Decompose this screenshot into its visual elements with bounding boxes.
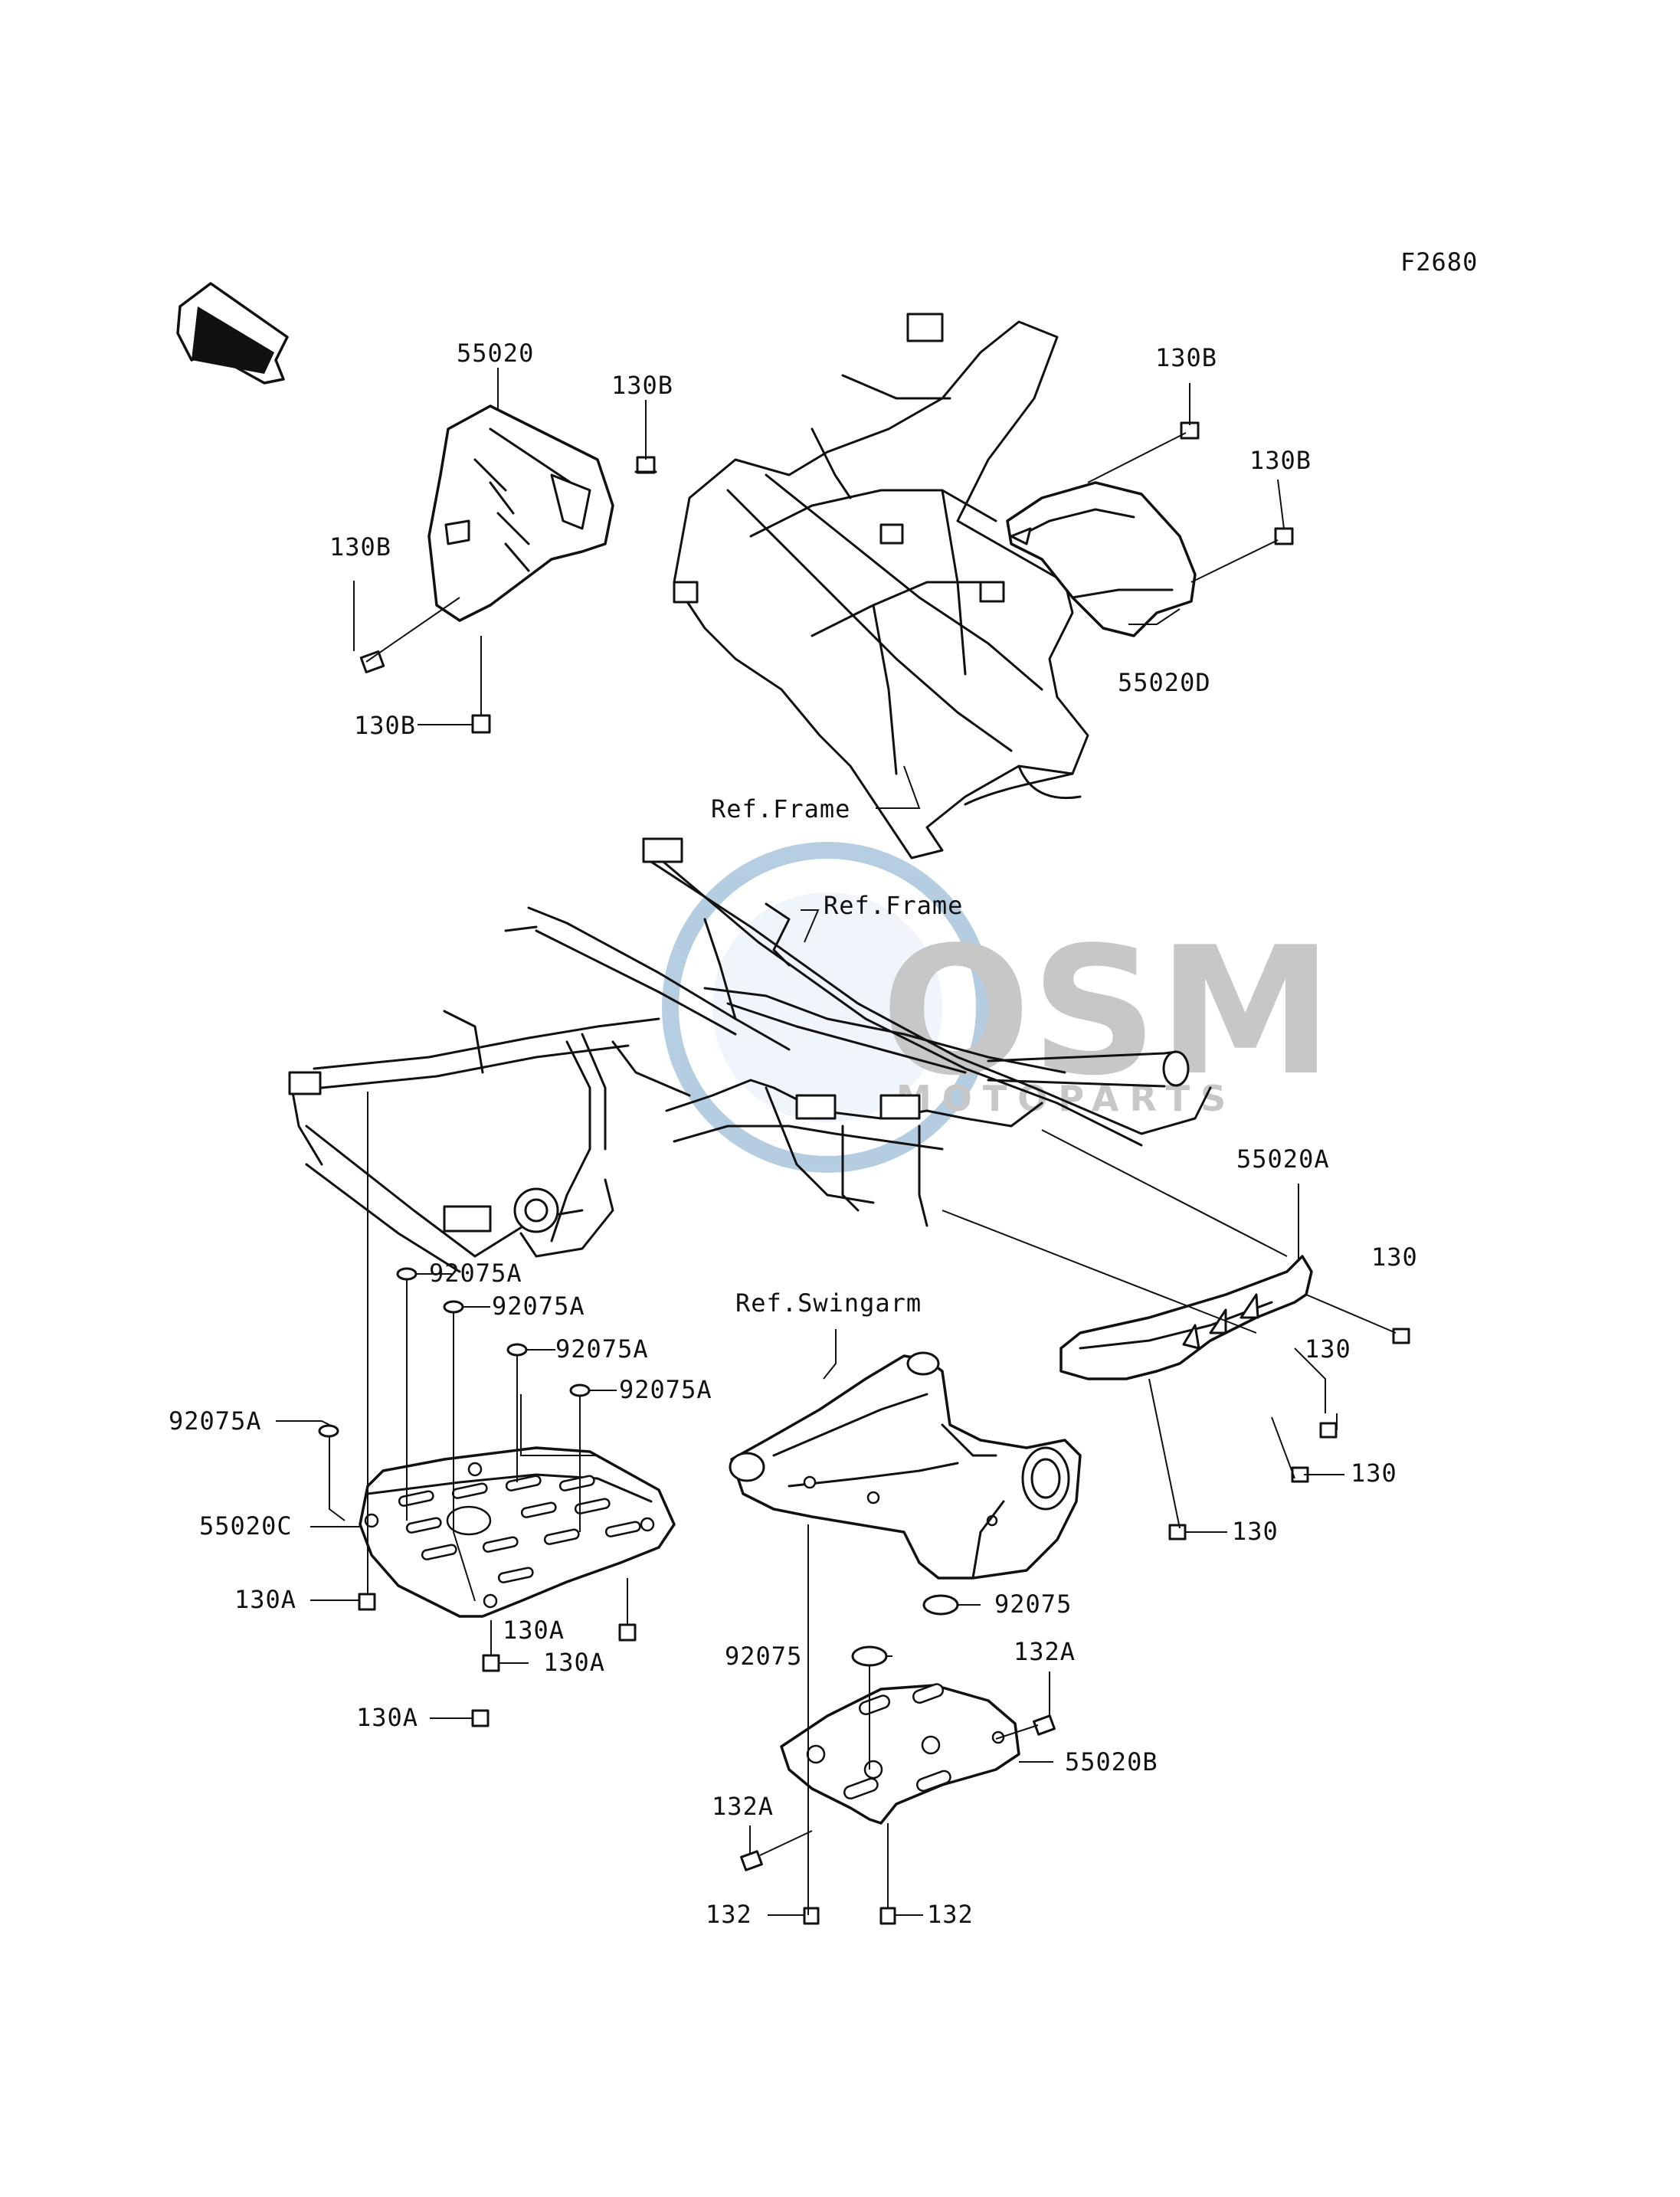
label-55020D: 55020D bbox=[1118, 668, 1211, 697]
label-92075A-4: 92075A bbox=[619, 1375, 712, 1404]
label-92075-2: 92075 bbox=[725, 1642, 802, 1671]
label-130B-bottom: 130B bbox=[354, 711, 416, 740]
swingarm-drawing bbox=[729, 1351, 1082, 1580]
label-ref-frame-1: Ref.Frame bbox=[711, 794, 850, 823]
label-130A-2: 130A bbox=[503, 1616, 565, 1645]
label-130A-3: 130A bbox=[543, 1648, 605, 1677]
label-92075A-3: 92075A bbox=[555, 1334, 649, 1364]
label-55020A: 55020A bbox=[1236, 1144, 1330, 1174]
label-92075A-1: 92075A bbox=[429, 1259, 522, 1288]
label-55020B: 55020B bbox=[1065, 1747, 1158, 1776]
label-130-2: 130 bbox=[1305, 1334, 1351, 1364]
part-55020-guard bbox=[427, 404, 614, 622]
part-55020A-guard bbox=[1059, 1255, 1313, 1380]
bolt-130A-1 bbox=[358, 1593, 376, 1611]
label-92075A-2: 92075A bbox=[492, 1292, 585, 1321]
label-130-3: 130 bbox=[1351, 1459, 1397, 1488]
watermark-brand: OSM bbox=[881, 910, 1333, 1115]
part-55020B-guard bbox=[780, 1683, 1020, 1825]
label-130B-top: 130B bbox=[611, 371, 673, 400]
bolt-130-4 bbox=[1168, 1524, 1187, 1541]
label-130A-1: 130A bbox=[234, 1585, 296, 1614]
bolt-132A-2 bbox=[740, 1850, 763, 1871]
part-labels: 55020 130B 130B 130B 130B 130B 55020D Re… bbox=[169, 339, 1418, 1929]
label-92075-1: 92075 bbox=[994, 1590, 1072, 1619]
label-130-1: 130 bbox=[1371, 1243, 1418, 1272]
front-arrow-icon: FRONT bbox=[176, 282, 289, 385]
part-55020D-guard bbox=[1006, 481, 1197, 637]
label-132A-1: 132A bbox=[1014, 1637, 1076, 1666]
label-55020: 55020 bbox=[457, 339, 534, 368]
bolt-130-1 bbox=[1392, 1328, 1410, 1344]
lower-frame-drawing bbox=[288, 837, 1212, 1273]
bolt-130B-right bbox=[1274, 527, 1294, 545]
bolt-130A-3 bbox=[482, 1654, 500, 1672]
bolt-132-1 bbox=[803, 1907, 820, 1925]
figure-code: F2680 bbox=[1400, 247, 1478, 277]
bolt-132A-1 bbox=[1033, 1714, 1056, 1736]
watermark-logo: OSM MOTOPARTS bbox=[662, 842, 1333, 1173]
label-130B-right: 130B bbox=[1249, 446, 1312, 475]
skid-plate-slots bbox=[398, 1475, 641, 1583]
label-130B-left: 130B bbox=[329, 532, 391, 562]
cap-parts bbox=[318, 1267, 959, 1667]
label-132A-2: 132A bbox=[712, 1792, 774, 1821]
bolt-130-2 bbox=[1319, 1422, 1338, 1439]
label-130A-4: 130A bbox=[356, 1703, 418, 1732]
label-130-4: 130 bbox=[1232, 1517, 1279, 1546]
label-130B-right-top: 130B bbox=[1155, 343, 1217, 372]
bolt-132-2 bbox=[879, 1907, 896, 1925]
bolt-130B-bottom bbox=[471, 714, 491, 734]
label-92075A-5: 92075A bbox=[169, 1406, 262, 1436]
bolt-130B-left bbox=[359, 650, 385, 674]
bolt-130A-2 bbox=[618, 1623, 637, 1642]
label-ref-swingarm: Ref.Swingarm bbox=[735, 1288, 922, 1318]
upper-frame-drawing bbox=[673, 313, 1089, 859]
label-55020C: 55020C bbox=[199, 1511, 293, 1541]
label-ref-frame-2: Ref.Frame bbox=[824, 891, 963, 920]
leader-lines bbox=[276, 368, 1397, 1916]
label-132-2: 132 bbox=[927, 1900, 974, 1929]
label-132-1: 132 bbox=[706, 1900, 752, 1929]
watermark-subtitle: MOTOPARTS bbox=[896, 1078, 1236, 1119]
bolt-130A-4 bbox=[471, 1709, 490, 1727]
